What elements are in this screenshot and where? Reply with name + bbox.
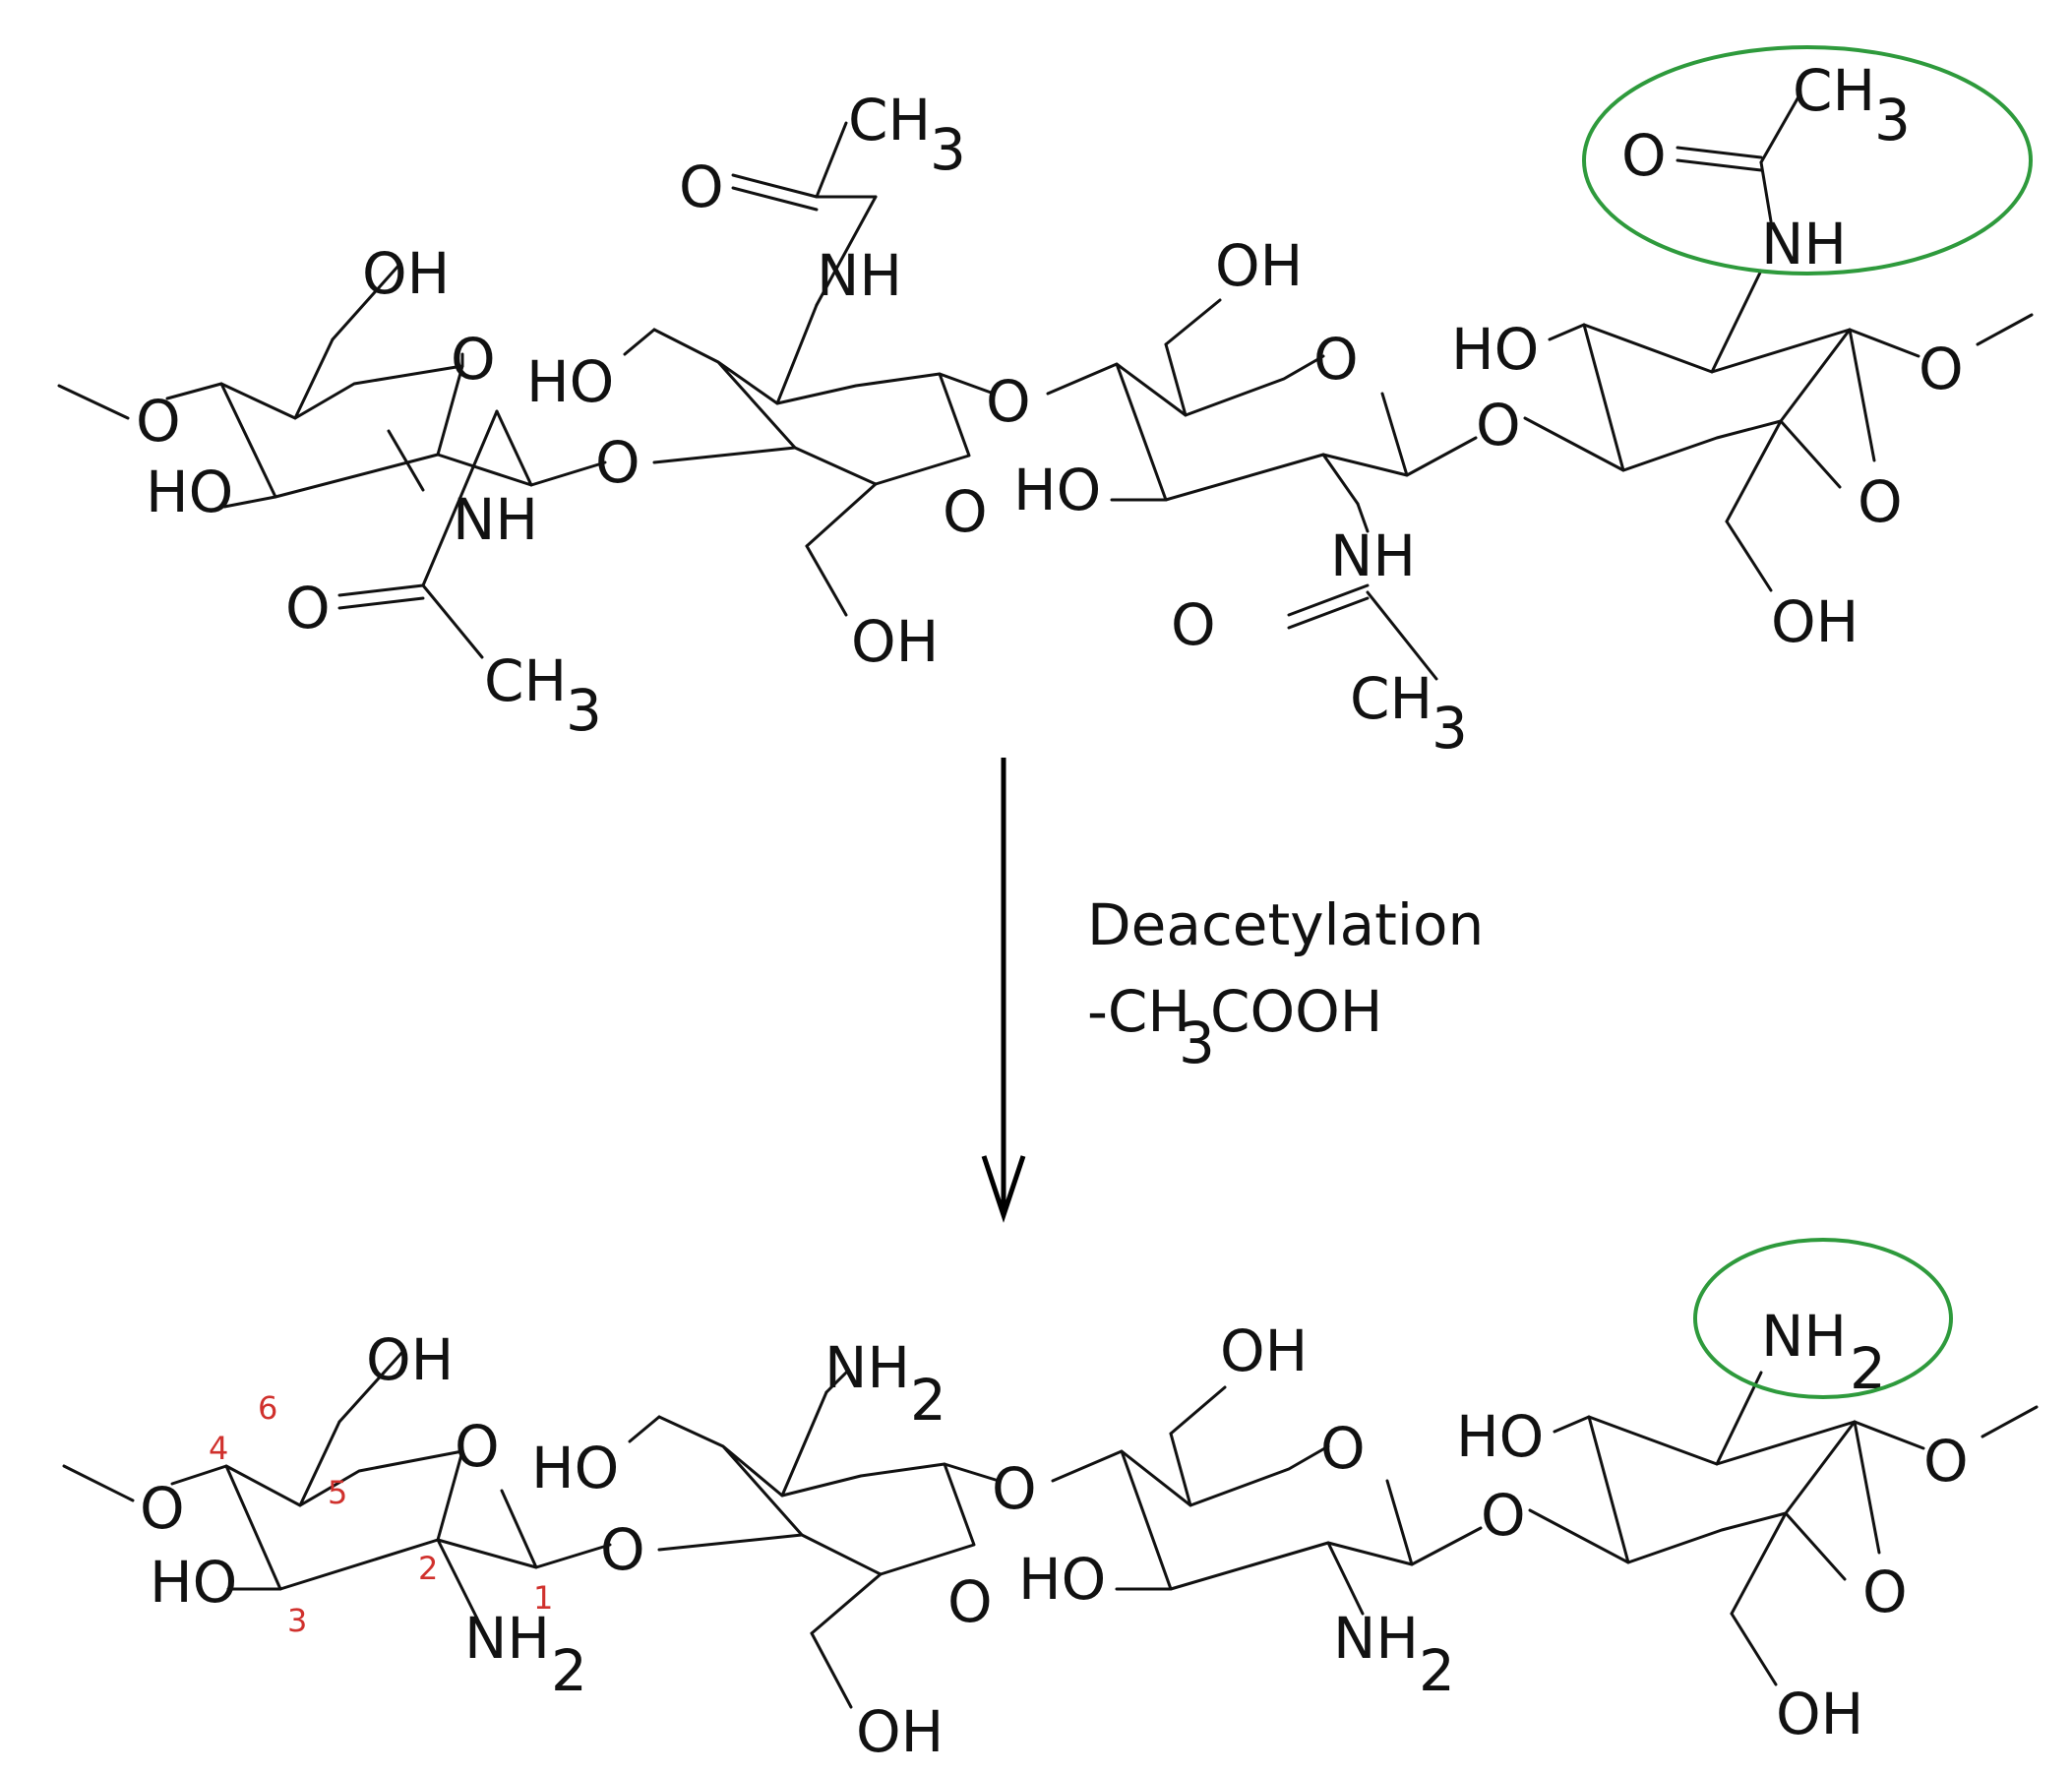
amino-group-highlight <box>1693 1238 1953 1399</box>
atom-o: O <box>285 575 331 642</box>
atom-o: O <box>679 153 724 220</box>
chitin-ring-1 <box>57 264 607 659</box>
svg-text:2: 2 <box>551 1637 587 1704</box>
svg-text:2: 2 <box>1419 1637 1455 1704</box>
atom-o: O <box>1621 122 1667 189</box>
atom-oh: OH <box>1771 588 1859 655</box>
atom-ho: HO <box>1018 1546 1106 1613</box>
ring-oxygen: O <box>1320 1415 1366 1482</box>
carbon-number-1: 1 <box>533 1579 553 1617</box>
svg-text:NH: NH <box>1761 1303 1847 1370</box>
atom-oh: OH <box>1220 1317 1308 1384</box>
atom-o: O <box>140 1475 185 1542</box>
chitin-ring-3 <box>1046 298 1478 681</box>
chitosan-ring-1 <box>62 1349 612 1621</box>
svg-text:3: 3 <box>1179 1009 1215 1076</box>
chitosan-structure: O HO OH O NH 2 O HO NH 2 O OH O OH O HO … <box>62 1238 2039 1765</box>
amino-group: NH 2 <box>1761 1303 1886 1402</box>
atom-oh: OH <box>1776 1681 1863 1747</box>
atom-ho: HO <box>1451 316 1539 383</box>
svg-text:NH: NH <box>464 1605 550 1672</box>
methyl-group: CH 3 <box>484 647 602 744</box>
svg-text:3: 3 <box>566 677 602 744</box>
svg-text:3: 3 <box>930 116 966 183</box>
atom-o: O <box>1171 591 1216 658</box>
carbon-number-4: 4 <box>209 1430 228 1467</box>
atom-oh: OH <box>362 240 450 307</box>
atom-nh: NH <box>817 242 902 309</box>
methyl-group: CH 3 <box>1793 57 1911 153</box>
svg-text:NH: NH <box>824 1334 910 1401</box>
methyl-group: CH 3 <box>848 87 966 183</box>
svg-text:COOH: COOH <box>1210 978 1382 1045</box>
atom-oh: OH <box>851 608 939 675</box>
carbon-number-6: 6 <box>258 1389 277 1427</box>
chitin-ring-4 <box>1523 92 2034 592</box>
ring-oxygen: O <box>1858 468 1903 535</box>
atom-ho: HO <box>1456 1403 1544 1470</box>
reaction-arrow <box>981 758 1026 1223</box>
chitosan-ring-2 <box>628 1371 1001 1709</box>
svg-text:2: 2 <box>910 1367 946 1434</box>
svg-text:3: 3 <box>1432 695 1468 762</box>
svg-text:CH: CH <box>1350 665 1432 732</box>
svg-text:-CH: -CH <box>1087 978 1190 1045</box>
ring-oxygen: O <box>947 1568 993 1635</box>
glycosidic-oxygen: O <box>1919 336 1964 402</box>
atom-oh: OH <box>856 1698 944 1765</box>
ring-oxygen: O <box>943 478 988 545</box>
reaction-name: Deacetylation <box>1087 891 1484 958</box>
glycosidic-oxygen: O <box>1481 1482 1526 1549</box>
chitin-ring-2 <box>623 121 996 617</box>
svg-text:CH: CH <box>484 647 567 714</box>
svg-text:NH: NH <box>1333 1605 1419 1672</box>
glycosidic-oxygen: O <box>992 1455 1037 1522</box>
glycosidic-oxygen: O <box>1476 392 1521 459</box>
ring-oxygen: O <box>1313 326 1359 393</box>
atom-ho: HO <box>531 1435 619 1501</box>
carbon-number-3: 3 <box>287 1602 307 1639</box>
amino-group: NH 2 <box>1333 1605 1455 1704</box>
carbon-number-5: 5 <box>328 1474 347 1511</box>
svg-text:CH: CH <box>848 87 931 153</box>
methyl-group: CH 3 <box>1350 665 1468 762</box>
atom-ho: HO <box>150 1549 237 1616</box>
atom-o: O <box>136 388 181 455</box>
chitosan-ring-4 <box>1528 1371 2039 1686</box>
chitin-structure: O HO OH O NH O CH 3 O HO NH O CH 3 O OH … <box>57 45 2034 762</box>
svg-text:CH: CH <box>1793 57 1875 124</box>
amino-group: NH 2 <box>464 1605 587 1704</box>
acetyl-group-highlight <box>1582 45 2033 275</box>
atom-ho: HO <box>1013 457 1101 523</box>
glycosidic-oxygen: O <box>986 368 1031 435</box>
glycosidic-oxygen: O <box>1923 1428 1969 1495</box>
atom-ho: HO <box>526 348 614 415</box>
atom-oh: OH <box>1215 232 1303 299</box>
svg-text:3: 3 <box>1874 87 1911 153</box>
atom-nh: NH <box>1761 211 1847 277</box>
glycosidic-oxygen: O <box>600 1516 645 1583</box>
atom-nh: NH <box>453 486 538 553</box>
ring-oxygen: O <box>1862 1559 1908 1625</box>
ring-oxygen: O <box>451 326 496 393</box>
ring-oxygen: O <box>455 1413 500 1480</box>
amino-group: NH 2 <box>824 1334 946 1434</box>
chitosan-ring-3 <box>1051 1385 1483 1616</box>
atom-ho: HO <box>146 459 233 525</box>
glycosidic-oxygen: O <box>595 429 640 496</box>
byproduct-label: -CH 3 COOH <box>1087 978 1382 1076</box>
carbon-number-2: 2 <box>418 1550 438 1587</box>
atom-nh: NH <box>1330 522 1416 589</box>
atom-oh: OH <box>366 1326 454 1393</box>
